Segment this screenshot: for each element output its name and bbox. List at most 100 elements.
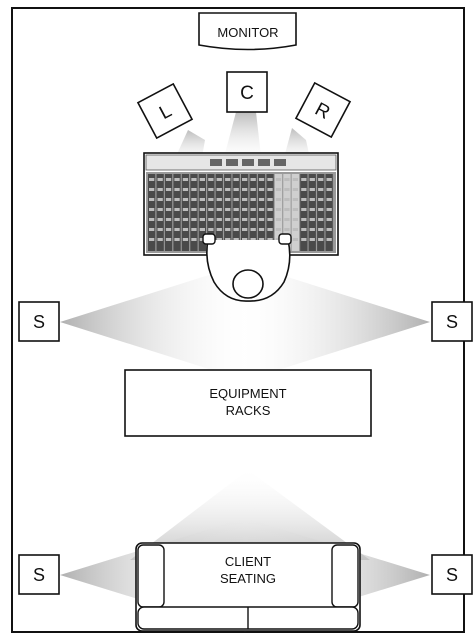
console-control <box>258 178 265 181</box>
console-control <box>301 188 307 191</box>
console-control <box>191 228 197 231</box>
console-control <box>165 178 172 181</box>
equipment-racks-label-line1: EQUIPMENT <box>209 386 286 401</box>
mixing-console <box>143 152 339 256</box>
console-control <box>208 228 214 231</box>
console-control <box>157 198 163 201</box>
console-control <box>267 188 273 191</box>
console-control <box>250 208 256 211</box>
console-control <box>199 198 205 201</box>
console-control <box>250 188 256 191</box>
console-control <box>149 218 155 221</box>
console-control <box>309 198 315 201</box>
console-channel-strip <box>232 174 240 251</box>
console-control <box>225 208 231 211</box>
console-control <box>309 188 315 191</box>
console-control <box>199 208 205 211</box>
console-channel-strip <box>173 174 181 251</box>
console-control <box>275 188 282 191</box>
console-control <box>318 218 324 221</box>
console-control <box>292 238 298 241</box>
console-control <box>182 218 189 221</box>
console-control <box>216 218 222 221</box>
console-channel-strip <box>266 174 274 251</box>
console-control <box>182 228 189 231</box>
console-control <box>174 188 180 191</box>
console-control <box>191 188 197 191</box>
console-control <box>157 228 163 231</box>
speaker-right: R <box>294 81 352 139</box>
console-control <box>208 188 214 191</box>
console-control <box>309 178 315 181</box>
speaker-left: L <box>136 82 194 140</box>
console-control <box>216 228 222 231</box>
console-channel-strip <box>257 174 266 251</box>
console-control <box>191 238 197 241</box>
console-channel-strip <box>249 174 257 251</box>
console-control <box>292 218 298 221</box>
console-channel-strip <box>164 174 173 251</box>
speaker-center-label: C <box>240 83 254 104</box>
console-control <box>199 188 205 191</box>
console-control <box>242 188 248 191</box>
console-control <box>284 218 290 221</box>
console-control <box>292 198 298 201</box>
console-control <box>318 208 324 211</box>
console-control <box>242 228 248 231</box>
console-control <box>292 208 298 211</box>
console-control <box>275 208 282 211</box>
console-channel-strip <box>274 174 283 251</box>
console-control <box>165 228 172 231</box>
console-control <box>174 178 180 181</box>
console-control <box>242 218 248 221</box>
console-channel-strip <box>198 174 206 251</box>
console-control <box>233 198 239 201</box>
console-control <box>242 198 248 201</box>
console-control <box>326 228 332 231</box>
console-channel-strip <box>148 174 156 251</box>
console-control <box>284 198 290 201</box>
console-channel-strip <box>317 174 325 251</box>
console-control <box>292 188 298 191</box>
console-control <box>301 208 307 211</box>
equipment-racks-label-line2: RACKS <box>226 403 271 418</box>
console-control <box>318 228 324 231</box>
console-control <box>233 218 239 221</box>
console-control <box>165 198 172 201</box>
console-channel-strip <box>207 174 215 251</box>
console-channel-strip <box>215 174 223 251</box>
console-control <box>157 178 163 181</box>
console-control <box>326 198 332 201</box>
console-control <box>233 188 239 191</box>
surround-left-upper-label: S <box>33 312 45 332</box>
console-control <box>174 228 180 231</box>
console-control <box>182 198 189 201</box>
console-control <box>165 238 172 241</box>
console-control <box>157 238 163 241</box>
console-control <box>225 178 231 181</box>
console-channel-strip <box>241 174 249 251</box>
console-channel-strip <box>283 174 291 251</box>
console-control <box>267 238 273 241</box>
console-control <box>275 228 282 231</box>
console-channel-strip <box>325 174 333 251</box>
console-control <box>309 208 315 211</box>
console-control <box>284 188 290 191</box>
console-control <box>309 218 315 221</box>
console-control <box>208 208 214 211</box>
console-control <box>258 208 265 211</box>
speaker-beam-center <box>222 112 262 165</box>
client-seating-label-line2: SEATING <box>220 571 276 586</box>
console-control <box>199 218 205 221</box>
console-channel-strip <box>156 174 164 251</box>
console-control <box>258 198 265 201</box>
console-control <box>149 178 155 181</box>
surround-speaker-right-lower: S <box>431 554 473 595</box>
console-control <box>258 228 265 231</box>
surround-speaker-right-upper: S <box>431 301 473 342</box>
console-control <box>216 238 222 241</box>
console-control <box>216 178 222 181</box>
console-control <box>250 218 256 221</box>
console-control <box>284 178 290 181</box>
